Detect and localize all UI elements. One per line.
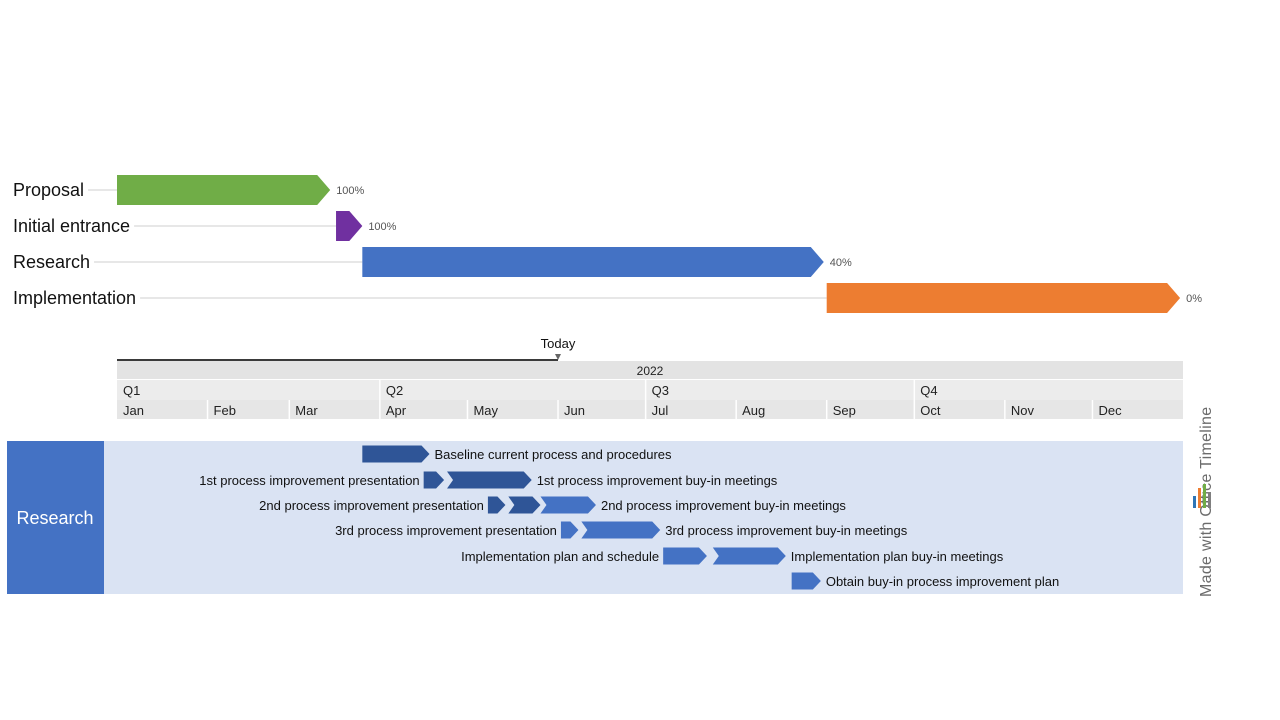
month-label-may: May	[473, 403, 498, 418]
subtask-label-left: 2nd process improvement presentation	[259, 498, 484, 513]
task-label-implementation: Implementation	[13, 288, 136, 308]
month-label-nov: Nov	[1011, 403, 1035, 418]
month-label-apr: Apr	[386, 403, 407, 418]
task-label-proposal: Proposal	[13, 180, 84, 200]
milestone-chevron	[791, 572, 821, 590]
month-label-jul: Jul	[652, 403, 669, 418]
milestone-chevron	[581, 521, 661, 539]
task-bar-proposal	[117, 175, 331, 205]
year-band	[117, 361, 1183, 379]
milestone-chevron	[712, 547, 786, 565]
year-label: 2022	[637, 364, 664, 378]
task-percent-initial-entrance: 100%	[368, 221, 396, 233]
subtask-label-right: 2nd process improvement buy-in meetings	[601, 498, 846, 513]
task-bar-implementation	[826, 283, 1181, 313]
subtask-label-left: 3rd process improvement presentation	[335, 523, 557, 538]
subtask-label-left: 1st process improvement presentation	[199, 473, 419, 488]
subtask-label-right: Implementation plan buy-in meetings	[791, 549, 1004, 564]
month-label-aug: Aug	[742, 403, 765, 418]
watermark-text: Made with Office Timeline	[1198, 407, 1215, 597]
task-percent-implementation: 0%	[1186, 293, 1202, 305]
today-pointer-icon	[555, 354, 562, 360]
watermark-text-group: Made with Office Timeline	[1198, 407, 1215, 597]
logo-bar	[1208, 492, 1211, 508]
task-bar-initial-entrance	[336, 211, 363, 241]
subtask-label-right: 3rd process improvement buy-in meetings	[665, 523, 908, 538]
milestone-chevron	[487, 496, 506, 514]
swimlane-research: Research Baseline current process and pro…	[7, 441, 1183, 594]
today-label: Today	[541, 336, 576, 351]
logo-bar	[1193, 496, 1196, 508]
month-label-jun: Jun	[564, 403, 585, 418]
task-percent-proposal: 100%	[336, 185, 364, 197]
office-timeline-watermark: Made with Office Timeline	[1193, 407, 1215, 597]
month-label-oct: Oct	[920, 403, 941, 418]
quarter-label-q3: Q3	[652, 383, 669, 398]
task-bar-research	[362, 247, 824, 277]
month-label-mar: Mar	[295, 403, 318, 418]
quarter-label-q2: Q2	[386, 383, 403, 398]
swimlane-background	[104, 441, 1183, 594]
today-marker: Today	[117, 336, 576, 364]
month-label-jan: Jan	[123, 403, 144, 418]
swimlane-header	[7, 441, 104, 594]
milestone-chevron	[663, 547, 707, 565]
subtask-label-left: Implementation plan and schedule	[461, 549, 659, 564]
logo-bar	[1203, 484, 1206, 508]
subtask-label-right: Baseline current process and procedures	[434, 447, 672, 462]
task-percent-research: 40%	[830, 257, 852, 269]
milestone-chevron	[423, 471, 445, 489]
office-timeline-logo-icon	[1193, 484, 1211, 508]
milestone-chevron	[447, 471, 532, 489]
milestone-chevron	[540, 496, 596, 514]
swimlane-title: Research	[16, 508, 93, 528]
quarter-label-q4: Q4	[920, 383, 937, 398]
subtask-label-right: 1st process improvement buy-in meetings	[537, 473, 778, 488]
month-label-sep: Sep	[833, 403, 856, 418]
milestone-chevron	[560, 521, 579, 539]
month-label-feb: Feb	[214, 403, 236, 418]
task-label-initial-entrance: Initial entrance	[13, 216, 130, 236]
milestone-chevron	[508, 496, 541, 514]
milestone-chevron	[362, 445, 430, 463]
logo-bar	[1198, 488, 1201, 508]
quarter-label-q1: Q1	[123, 383, 140, 398]
subtask-label-right: Obtain buy-in process improvement plan	[826, 574, 1059, 589]
month-band	[117, 400, 1183, 419]
task-rows: Proposal 100% Initial entrance 100% Research…	[13, 175, 1202, 313]
task-label-research: Research	[13, 252, 90, 272]
month-label-dec: Dec	[1098, 403, 1122, 418]
quarter-band	[117, 380, 1183, 400]
